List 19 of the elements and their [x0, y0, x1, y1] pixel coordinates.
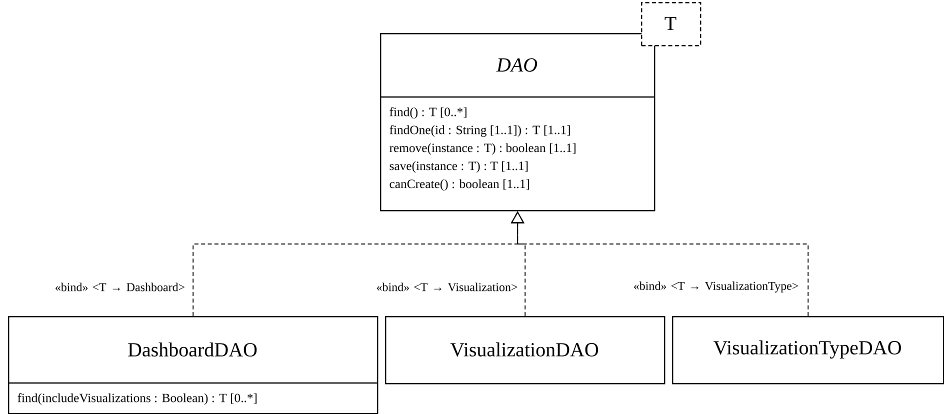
class-box	[385, 316, 666, 384]
class-name: VisualizationDAO	[450, 342, 598, 357]
operation-text: findOne(id : String [1..1]) : T [1..1]	[390, 125, 570, 137]
operation-text: find() : T [0..*]	[390, 107, 466, 119]
edge-label: «bind» <T → Dashboard>	[56, 282, 184, 292]
class-name: VisualizationTypeDAO	[714, 340, 901, 359]
operation-text: save(instance : T) : T [1..1]	[390, 161, 528, 173]
class-box	[380, 33, 656, 212]
operation-text: canCreate() : boolean [1..1]	[390, 179, 530, 191]
edge-label: «bind» <T → VisualizationType>	[634, 282, 798, 292]
class-name: DAO	[496, 58, 538, 72]
template-parameter-box	[641, 2, 702, 46]
class-box	[672, 316, 944, 384]
class-box	[8, 316, 378, 414]
edge-label: «bind» <T → Visualization>	[376, 282, 518, 292]
operation-text: remove(instance : T) : boolean [1..1]	[390, 143, 576, 155]
operation-text: find(includeVisualizations : Boolean) : T [0..*]	[18, 393, 257, 405]
parameter-name: T	[664, 16, 676, 30]
class-name: DashboardDAO	[128, 342, 257, 357]
